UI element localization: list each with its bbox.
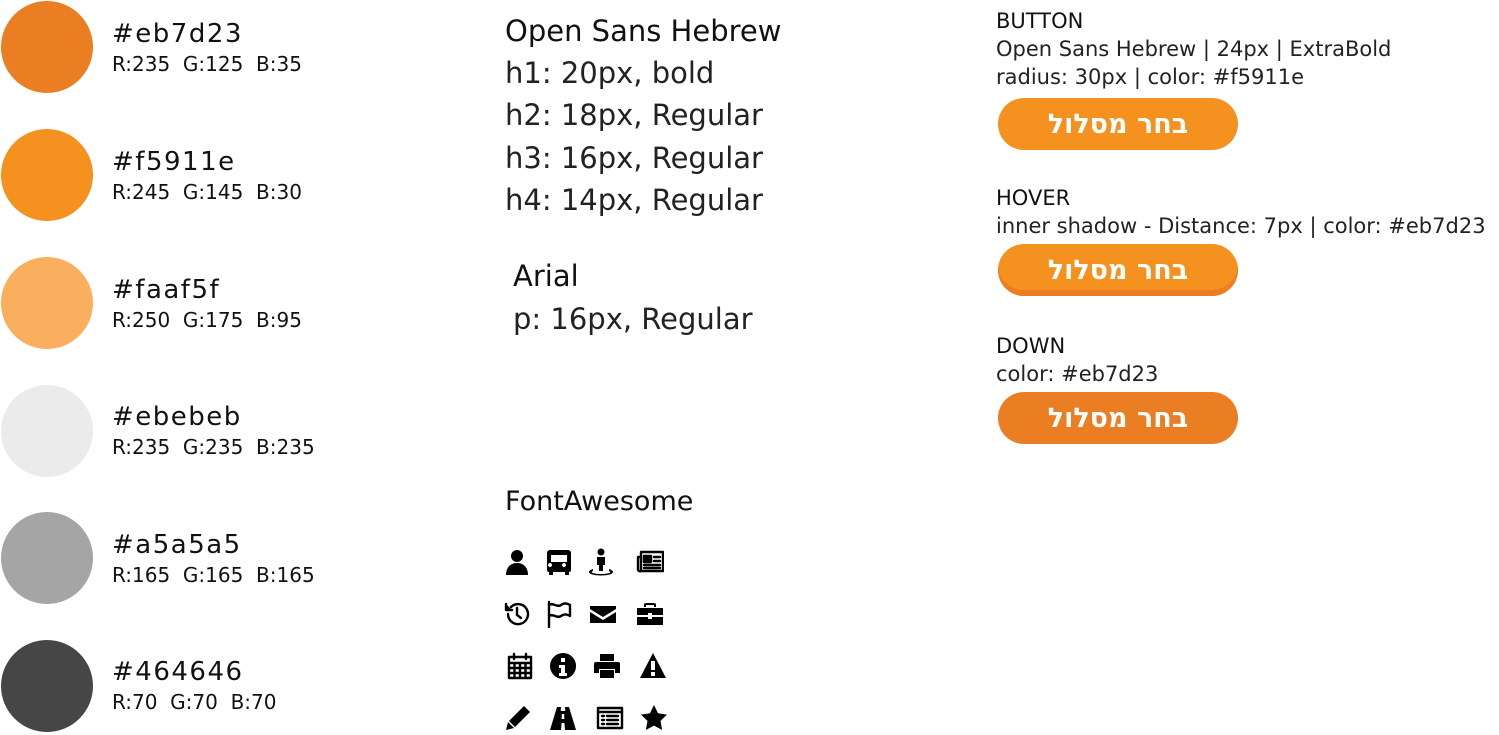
color-rgb-label: R:250 G:175 B:95 — [112, 308, 302, 332]
color-hex-label: #464646 — [112, 657, 244, 687]
hover-state-title: HOVER — [996, 186, 1071, 210]
envelope-icon — [585, 597, 621, 631]
hover-style-spec: inner shadow - Distance: 7px | color: #e… — [996, 214, 1486, 238]
body-font-name: Arial — [513, 259, 579, 293]
color-swatch-faaf5f — [1, 257, 93, 349]
icon-set-title: FontAwesome — [505, 486, 694, 517]
print-icon — [589, 649, 625, 683]
color-hex-label: #a5a5a5 — [112, 530, 242, 560]
choose-route-button[interactable]: בחר מסלול — [998, 98, 1238, 150]
choose-route-button-down[interactable]: בחר מסלול — [998, 392, 1238, 444]
color-swatch-a5a5a5 — [1, 512, 93, 604]
briefcase-icon — [632, 597, 668, 631]
h1-style: h1: 20px, bold — [505, 56, 715, 90]
down-style-spec: color: #eb7d23 — [996, 362, 1159, 386]
star-icon — [636, 701, 672, 735]
flag-icon — [541, 597, 577, 631]
color-swatch-eb7d23 — [1, 1, 93, 93]
color-swatch-f5911e — [1, 129, 93, 221]
newspaper-icon — [632, 545, 668, 579]
warning-icon — [635, 649, 671, 683]
color-hex-label: #eb7d23 — [112, 19, 243, 49]
color-rgb-label: R:245 G:145 B:30 — [112, 180, 302, 204]
heading-font-name: Open Sans Hebrew — [505, 14, 782, 48]
paragraph-style: p: 16px, Regular — [513, 302, 753, 336]
button-font-spec: Open Sans Hebrew | 24px | ExtraBold — [996, 37, 1392, 61]
button-state-title: BUTTON — [996, 9, 1084, 33]
color-rgb-label: R:70 G:70 B:70 — [112, 690, 277, 714]
road-icon — [545, 701, 581, 735]
color-swatch-ebebeb — [1, 385, 93, 477]
calendar-icon — [502, 649, 538, 683]
color-swatch-464646 — [1, 640, 93, 732]
color-hex-label: #faaf5f — [112, 275, 221, 305]
down-state-title: DOWN — [996, 334, 1066, 358]
bus-icon — [541, 545, 577, 579]
color-hex-label: #ebebeb — [112, 402, 242, 432]
color-rgb-label: R:165 G:165 B:165 — [112, 563, 315, 587]
choose-route-button-hover[interactable]: בחר מסלול — [998, 244, 1238, 296]
color-hex-label: #f5911e — [112, 147, 236, 177]
user-icon — [499, 545, 535, 579]
h4-style: h4: 14px, Regular — [505, 183, 763, 217]
button-style-spec: radius: 30px | color: #f5911e — [996, 65, 1305, 89]
h3-style: h3: 16px, Regular — [505, 141, 763, 175]
history-icon — [499, 597, 535, 631]
street-view-icon — [583, 545, 619, 579]
h2-style: h2: 18px, Regular — [505, 98, 763, 132]
color-rgb-label: R:235 G:125 B:35 — [112, 52, 302, 76]
info-circle-icon — [545, 649, 581, 683]
color-rgb-label: R:235 G:235 B:235 — [112, 435, 315, 459]
list-alt-icon — [592, 701, 628, 735]
pencil-icon — [500, 701, 536, 735]
